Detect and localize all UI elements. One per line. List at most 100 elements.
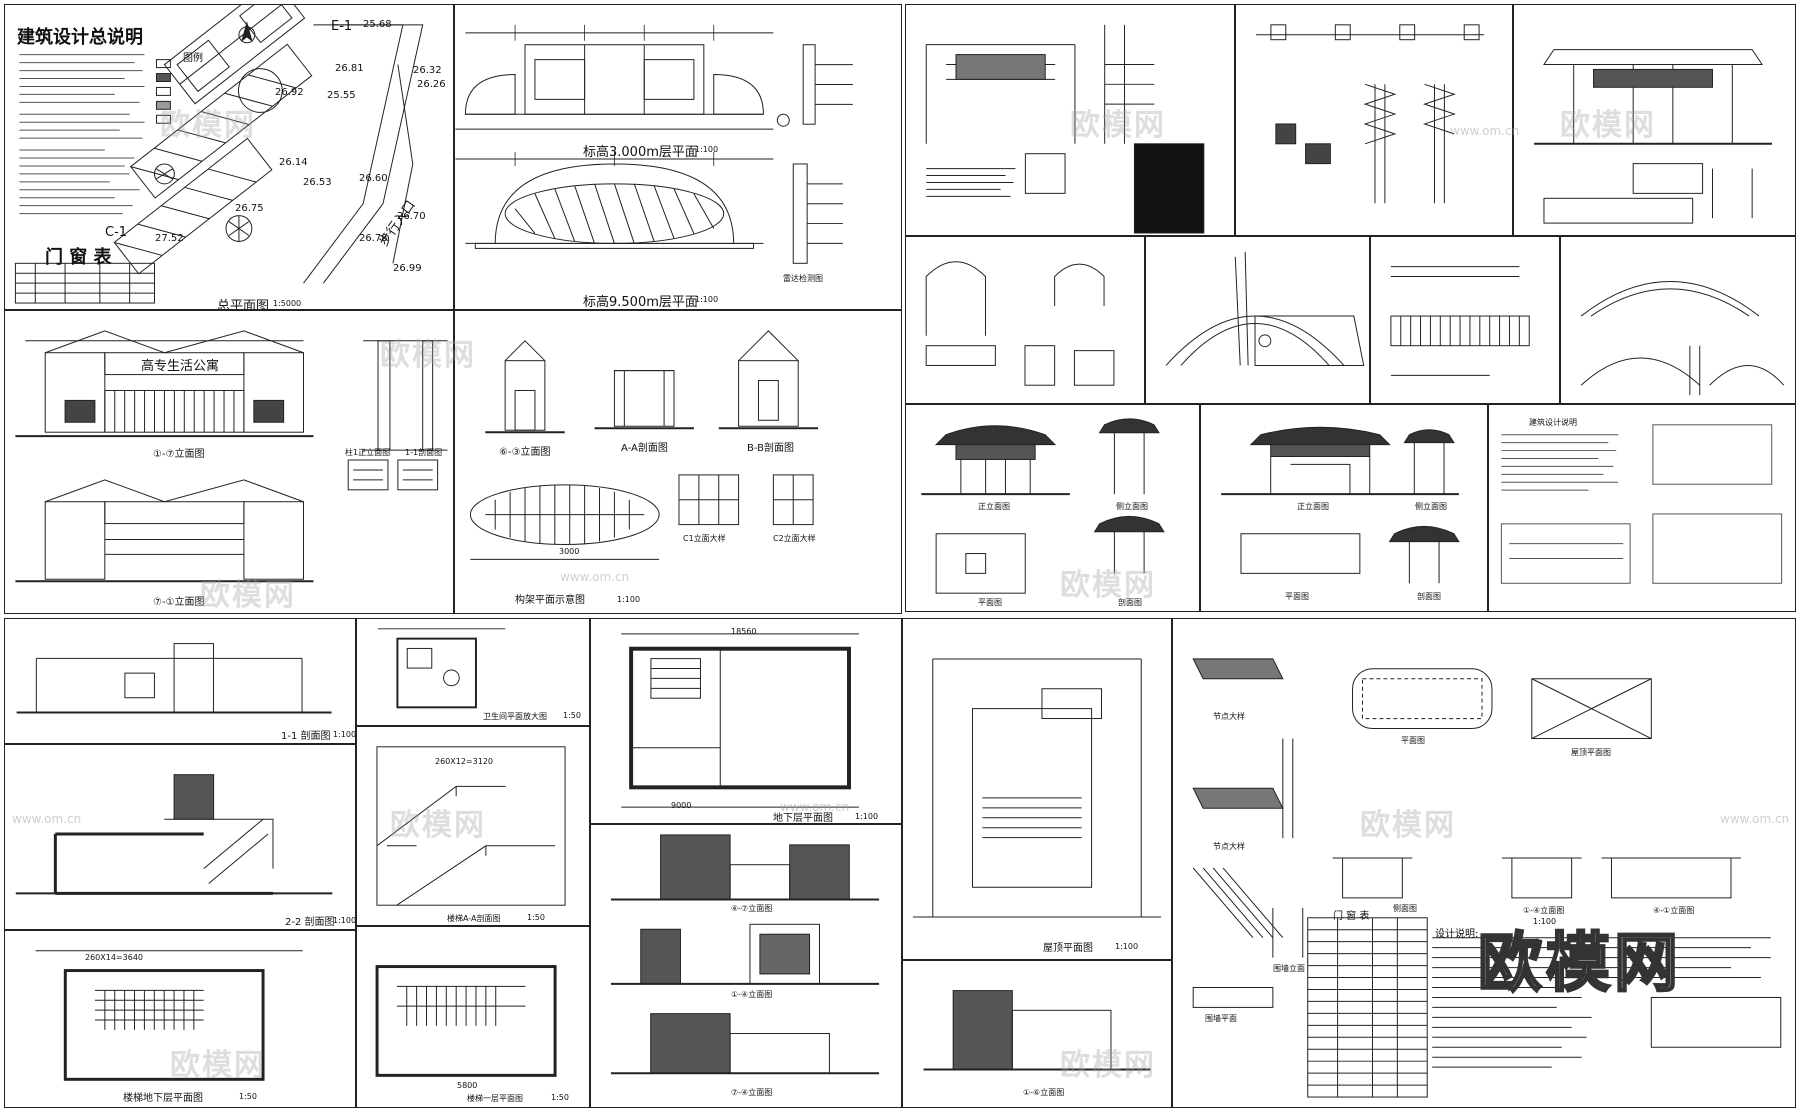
node-detail-2: 节点大样 — [1213, 712, 1245, 721]
roof-plan-label: 屋顶平面图 — [1043, 943, 1093, 954]
panel-elevation-16: ①-⑥立面图 — [902, 960, 1172, 1108]
elevation-0: 25.68 — [363, 19, 392, 30]
door-window-table-title: 门 窗 表 — [45, 247, 112, 268]
fence-elevation: 围墙立面 — [1273, 964, 1305, 973]
toilet-scale: 1:50 — [563, 711, 581, 720]
section-11-drawing — [16, 643, 332, 714]
toilet-label: 卫生间平面放大图 — [483, 712, 547, 721]
elevation-16-drawing — [923, 990, 1151, 1071]
plan-a-scale: 1:100 — [695, 145, 719, 154]
stair-section-label: 楼梯A-A剖面图 — [447, 914, 501, 923]
chinese-gate-a-drawing — [921, 418, 1165, 594]
elevation-1: 26.32 — [413, 65, 442, 76]
brand-watermark-large: 欧模网 — [1477, 926, 1682, 1003]
plan-a-label: 标高3.000m层平面 — [583, 145, 698, 160]
elevation-14-right: ①-④立面图 — [1523, 906, 1565, 915]
elevation-9: 26.70 — [397, 211, 426, 222]
elevation-label-a: ①-⑦立面图 — [153, 449, 205, 460]
site-plan-drawing — [14, 5, 424, 304]
elevation-2: 26.26 — [417, 79, 446, 90]
watermark-url-1: www.om.cn — [560, 570, 630, 584]
panel-gate-notes: 建筑设计说明 — [1488, 404, 1796, 612]
plan-a: 平面图 — [978, 598, 1002, 607]
section-label: 1-1剖面图 — [405, 448, 443, 457]
site-plan-label: 总平面图 — [217, 299, 270, 310]
elevation-8: 26.53 — [303, 177, 332, 188]
guardhouse-plan: 平面图 — [1401, 736, 1425, 745]
roof-plan-drawing — [912, 658, 1162, 918]
stair-b1-drawing — [35, 950, 303, 1081]
stair-section-dim: 260X12=3120 — [435, 757, 493, 766]
arc-sections-drawing — [1580, 281, 1785, 396]
panel-sections-pergola: ⑥-③立面图 A-A剖面图 B-B剖面图 构架平面示意图 1:100 3000 … — [454, 310, 902, 614]
column-elevation-label: 柱1正立面图 — [345, 448, 391, 457]
panel-toilet: 卫生间平面放大图 1:50 — [356, 618, 590, 726]
arch-details-drawing — [925, 261, 1115, 386]
stair-section-drawing — [376, 746, 566, 906]
stair-1f-label: 楼梯一层平面图 — [467, 1094, 523, 1103]
elevation-74: ⑦-④立面图 — [731, 1088, 773, 1097]
panel-section-11: 1-1 剖面图 1:100 — [4, 618, 356, 744]
site-plan-scale: 1:5000 — [273, 299, 302, 308]
watermark-url-3: www.om.cn — [12, 812, 82, 826]
section-bb-label: B-B剖面图 — [747, 443, 794, 454]
front-elevation-b: 正立面图 — [1297, 502, 1329, 511]
plan-b-label: 标高9.500m层平面 — [583, 295, 698, 310]
panel-basement: 18560 9000 地下层平面图 1:100 — [590, 618, 902, 824]
basement-dim: 18560 — [731, 627, 757, 636]
basement-dim-9000: 9000 — [671, 801, 692, 810]
panel-bracket-details — [1235, 4, 1513, 236]
stair-1f-dim: 5800 — [457, 1081, 478, 1090]
pergola-label: 构架平面示意图 — [515, 595, 585, 606]
panel-section-22: 2-2 剖面图 1:100 — [4, 744, 356, 930]
panel-stair-section: 260X12=3120 楼梯A-A剖面图 1:50 — [356, 726, 590, 926]
pergola-dim: 3000 — [559, 547, 580, 556]
sections-pergola-drawing — [469, 330, 819, 560]
gate-notes-title: 建筑设计说明 — [1529, 418, 1577, 427]
section-b: 剖面图 — [1417, 592, 1441, 601]
bracket-details-drawing — [1256, 24, 1485, 204]
panel-pailou-gate — [1513, 4, 1796, 236]
section-22-drawing — [15, 774, 333, 895]
panel-stair-1f-plan: 5800 楼梯一层平面图 1:50 — [356, 926, 590, 1108]
gate-truss-drawing — [925, 24, 1205, 234]
section-a: 剖面图 — [1118, 598, 1142, 607]
side-elevation-label: ⑥-③立面图 — [499, 447, 551, 458]
guardhouse-roof-plan: 屋顶平面图 — [1571, 748, 1611, 757]
side-elevation-b: 侧立面图 — [1415, 502, 1447, 511]
basement-label: 地下层平面图 — [773, 813, 833, 824]
gate-elevations-drawing — [15, 330, 448, 583]
legend-label: 图例 — [183, 53, 203, 64]
pailou-gate-drawing — [1534, 49, 1772, 224]
panel-chinese-gate-b: 正立面图 侧立面图 平面图 剖面图 — [1200, 404, 1488, 612]
elevation-11: 26.78 — [359, 233, 388, 244]
panel-roof-plan: 屋顶平面图 1:100 — [902, 618, 1172, 960]
gate-sign-text: 高专生活公寓 — [141, 359, 220, 374]
mid-elevations-drawing — [610, 834, 880, 1075]
watermark-url-2: www.om.cn — [1450, 124, 1520, 138]
section-22-scale: 1:100 — [333, 916, 356, 925]
elevation-13: 26.99 — [393, 263, 422, 274]
toilet-drawing — [377, 628, 506, 709]
notes-title: 建筑设计总说明 — [17, 27, 143, 48]
radar-detail-label: 雷达检测图 — [783, 274, 823, 283]
panel-gate-elevations: 高专生活公寓 ①-⑦立面图 ⑦-①立面图 柱1正立面图 1-1剖面图 — [4, 310, 454, 614]
design-notes-title: 设计说明: — [1435, 929, 1479, 940]
elevation-5: 25.55 — [327, 90, 356, 101]
panel-guardhouse: 节点大样 节点大样 平面图 屋顶平面图 侧面图 围墙平面 围墙立面 门 窗 表 … — [1172, 618, 1796, 1108]
panel-arc-gate — [1145, 236, 1370, 404]
section-11-scale: 1:100 — [333, 730, 356, 739]
watermark-url-4: www.om.cn — [780, 800, 850, 814]
stair-section-scale: 1:50 — [527, 913, 545, 922]
panel-gate-truss — [905, 4, 1235, 236]
pergola-scale: 1:100 — [617, 595, 641, 604]
elevation-16-label: ①-⑥立面图 — [1023, 1088, 1065, 1097]
panel-floor-plans: 标高3.000m层平面 1:100 标高9.500m层平面 1:100 雷达检测… — [454, 4, 902, 310]
stair-b1-dim: 260X14=3640 — [85, 953, 143, 962]
section-aa-label: A-A剖面图 — [621, 443, 668, 454]
elevation-3: 26.81 — [335, 63, 364, 74]
arc-gate-drawing — [1165, 251, 1365, 366]
elevation-label-b: ⑦-①立面图 — [153, 597, 205, 608]
elevation-14: ①-④立面图 — [731, 990, 773, 999]
